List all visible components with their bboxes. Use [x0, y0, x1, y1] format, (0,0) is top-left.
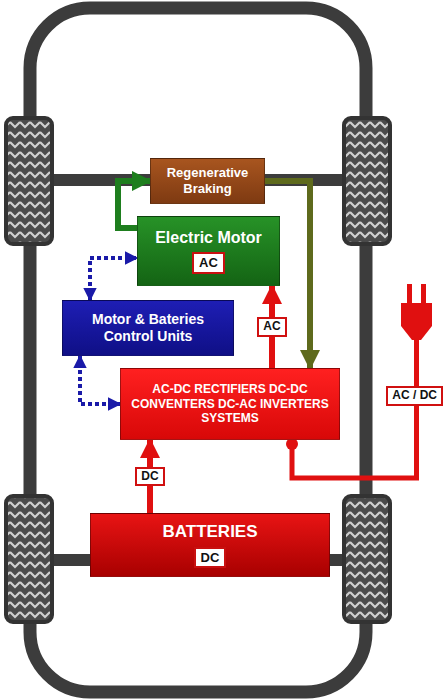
motor-box: Electric MotorAC [137, 216, 280, 286]
node-text: Electric Motor [155, 228, 262, 247]
node-text: DC [201, 550, 220, 566]
edge-label: DC [135, 467, 164, 487]
control-link [90, 258, 137, 300]
value-tag: DC [194, 547, 227, 569]
node-text: AC-DC RECTIFIERS DC-DC CONVENTERS DC-AC … [128, 382, 332, 425]
braking-box: Regenerative Braking [150, 158, 265, 204]
car-body [30, 8, 366, 692]
control-link [80, 356, 120, 404]
cable-label: AC / DC [386, 386, 443, 406]
wheels [6, 118, 390, 622]
node-text: AC [199, 255, 218, 271]
node-text: Motor & Bateries Control Units [70, 311, 226, 345]
value-tag: AC [192, 252, 225, 274]
converter-box: AC-DC RECTIFIERS DC-DC CONVENTERS DC-AC … [120, 368, 340, 440]
battery-box: BATTERIES DC [90, 513, 330, 577]
edge-label: AC [257, 317, 286, 337]
control-box: Motor & Bateries Control Units [62, 300, 234, 356]
charging-plug [401, 284, 432, 340]
node-text: BATTERIES [162, 522, 257, 542]
node-text: Regenerative Braking [158, 165, 257, 196]
